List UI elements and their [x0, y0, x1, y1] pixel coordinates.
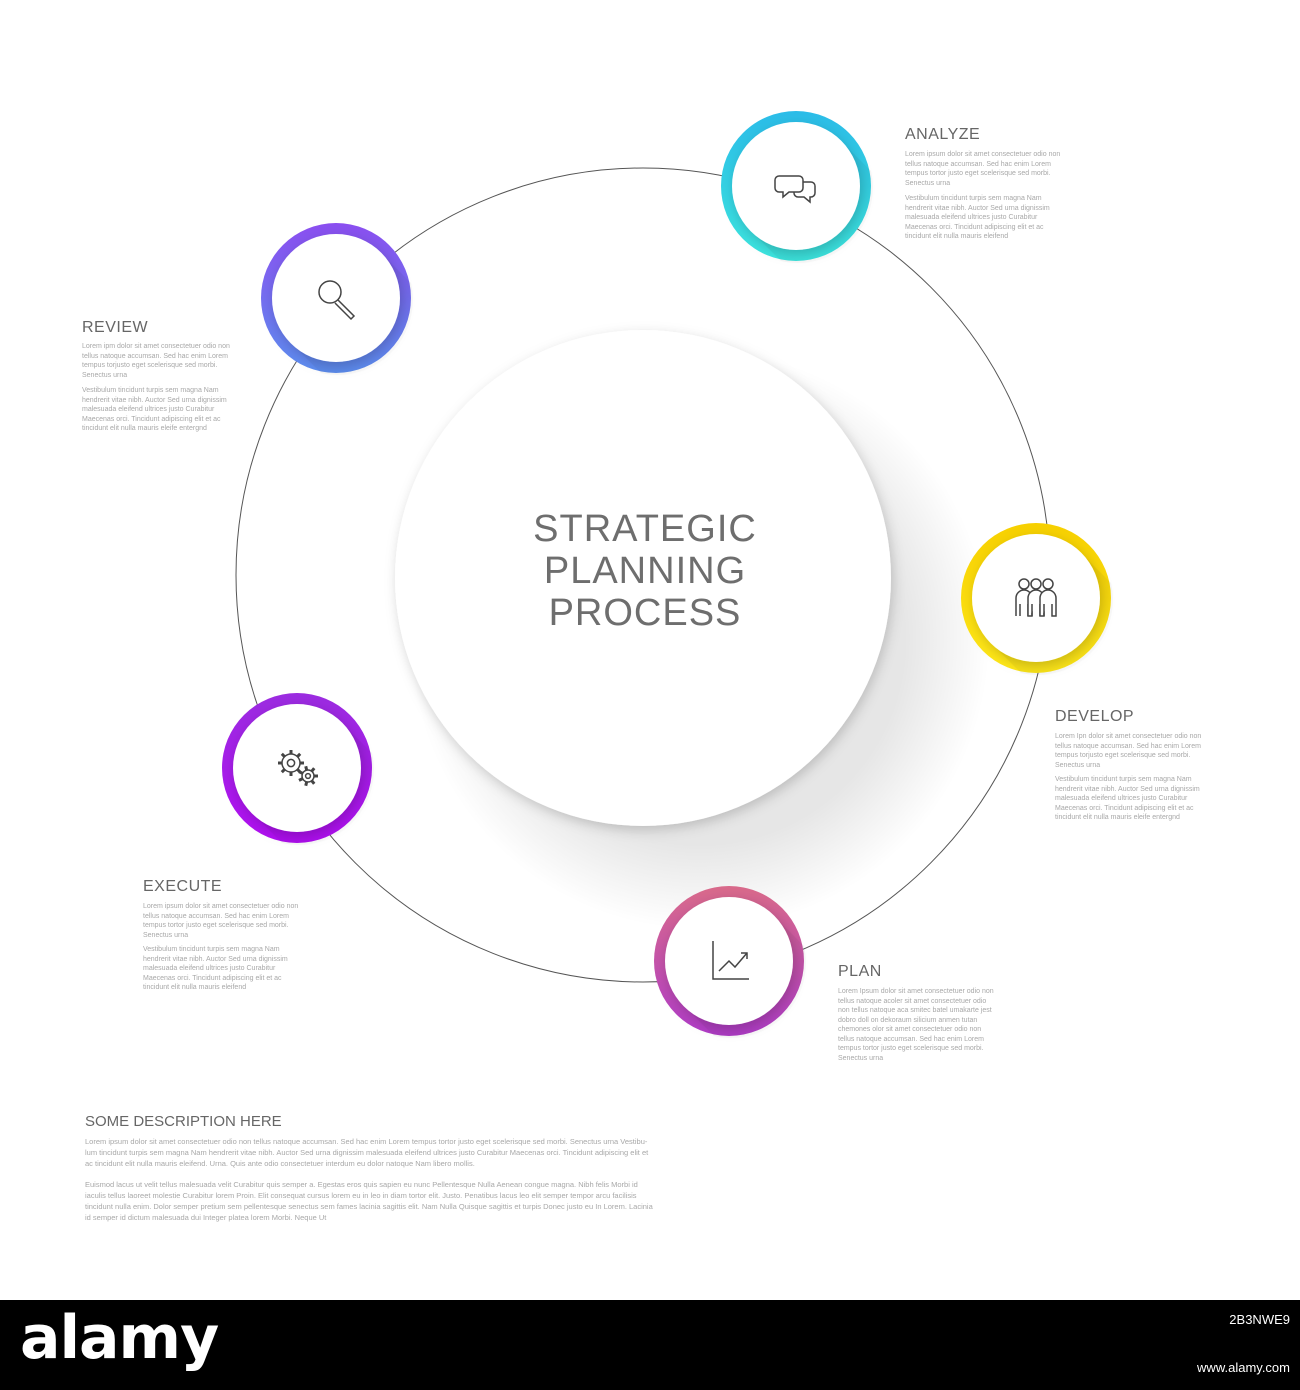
description-title: SOME DESCRIPTION HERE: [85, 1113, 282, 1130]
step-title-execute: EXECUTE: [143, 878, 223, 895]
center-title: STRATEGIC PLANNING PROCESS: [533, 508, 757, 634]
step-body-analyze-2: Vestibulum tincidunt turpis sem magna Na…: [905, 195, 1050, 240]
watermark-stock-id: 2B3NWE9: [1229, 1312, 1290, 1327]
description-para-2: Euismod lacus ut velit tellus malesuada …: [85, 1180, 653, 1222]
watermark-footer: [0, 1300, 1300, 1390]
step-node-review: [261, 223, 413, 375]
step-body-analyze-1: Lorem ipsum dolor sit amet consectetuer …: [905, 151, 1061, 187]
step-body-review-1: Lorem ipm dolor sit amet consectetuer od…: [82, 343, 230, 379]
description-para-1: Lorem ipsum dolor sit amet consectetuer …: [85, 1137, 649, 1168]
step-body-execute-1: Lorem ipsum dolor sit amet consectetuer …: [143, 903, 299, 939]
step-node-plan: [654, 886, 806, 1038]
speech-bubbles-icon: [774, 175, 816, 204]
step-body-execute-2: Vestibulum tincidunt turpis sem magna Na…: [143, 946, 288, 991]
step-node-develop: [961, 523, 1113, 675]
team-people-icon: [1015, 578, 1057, 617]
step-title-review: REVIEW: [82, 319, 149, 336]
gears-icon: [278, 750, 318, 787]
growth-chart-icon: [712, 941, 749, 980]
magnifier-icon: [318, 280, 356, 321]
process-diagram: [222, 111, 1113, 1038]
center-disc: [395, 330, 891, 826]
watermark-url: www.alamy.com: [1197, 1360, 1290, 1375]
step-node-execute: [222, 693, 374, 845]
step-body-develop-1: Lorem Ipn dolor sit amet consectetuer od…: [1055, 733, 1202, 769]
step-node-analyze: [721, 111, 873, 263]
step-body-develop-2: Vestibulum tincidunt turpis sem magna Na…: [1055, 776, 1200, 821]
step-body-review-2: Vestibulum tincidunt turpis sem magna Na…: [82, 387, 227, 432]
watermark-brand: alamy: [20, 1303, 219, 1373]
step-title-plan: PLAN: [838, 963, 882, 980]
step-title-analyze: ANALYZE: [905, 126, 981, 143]
step-title-develop: DEVELOP: [1055, 708, 1135, 725]
step-body-plan-1: Lorem Ipsum dolor sit amet consectetuer …: [838, 988, 994, 1062]
